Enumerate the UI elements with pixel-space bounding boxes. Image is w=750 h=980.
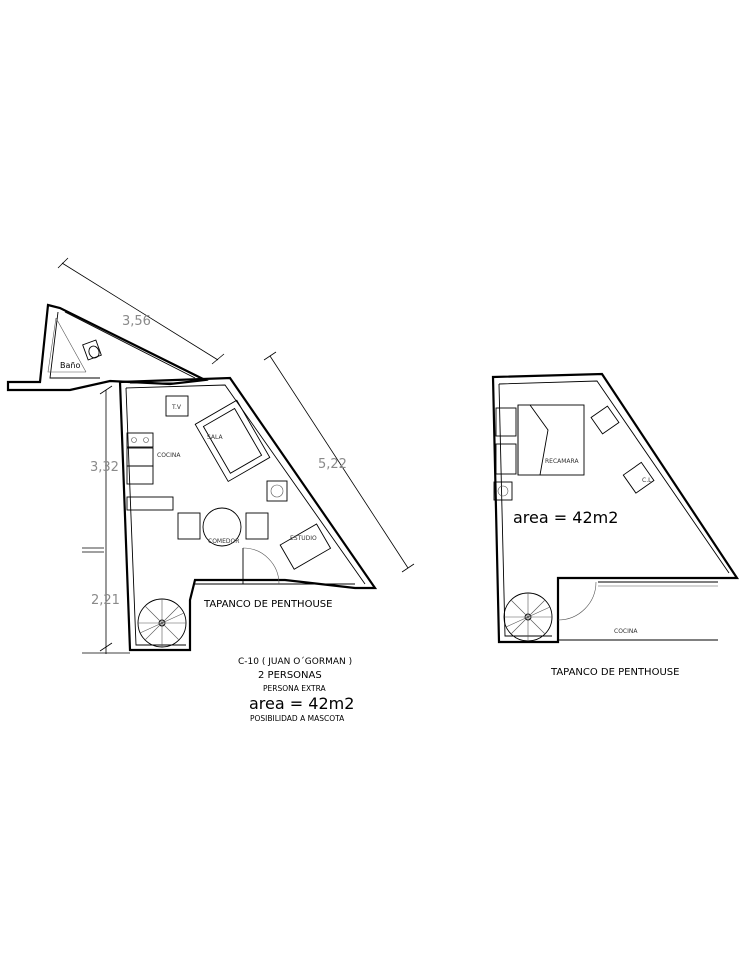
- closet: [622, 461, 655, 494]
- spiral-staircase-left: [137, 598, 187, 648]
- upper-door-swing: [557, 581, 597, 621]
- door-swing: [242, 547, 280, 585]
- room-label-living: SALA: [207, 434, 224, 441]
- bed: [495, 404, 585, 476]
- kitchen-bar: [126, 496, 174, 511]
- main-unit-inner-wall: [125, 384, 366, 585]
- upper-desk: [590, 405, 620, 435]
- room-label-kitchen-upper: COCINA: [614, 628, 638, 635]
- side-table: [266, 480, 288, 502]
- dimension-diagonal: 5,22: [318, 457, 347, 472]
- unit-area: area = 42m2: [249, 694, 354, 713]
- bathroom-walls: [6, 303, 209, 392]
- dining-chair-left: [177, 512, 201, 540]
- penthouse-label-left: TAPANCO DE PENTHOUSE: [203, 599, 332, 610]
- sofa: [194, 399, 271, 483]
- upper-unit-inner-wall: [498, 380, 730, 574]
- stove: [126, 432, 154, 448]
- room-label-dining: COMEDOR: [208, 538, 239, 545]
- bathroom-inner-wall-diagonal: [64, 311, 196, 379]
- night-table: [493, 481, 513, 501]
- shower-area: [47, 317, 86, 373]
- study-desk: [279, 523, 332, 570]
- spiral-staircase-right: [503, 592, 553, 642]
- main-unit-walls: [118, 376, 378, 652]
- unit-name: C-10 ( JUAN O´GORMAN ): [238, 656, 352, 667]
- upper-area: area = 42m2: [513, 508, 618, 527]
- upper-unit-walls: [491, 372, 740, 644]
- toilet-fixture: [82, 339, 102, 361]
- penthouse-label-right: TAPANCO DE PENTHOUSE: [550, 667, 679, 678]
- kitchen-sink: [126, 447, 154, 467]
- room-label-bath: Baño: [60, 361, 80, 370]
- dimension-left-lower: 2,21: [91, 593, 120, 608]
- dimension-left-upper: 3,32: [90, 460, 119, 475]
- bathroom-inner-wall: [49, 311, 100, 379]
- unit-extra-person: PERSONA EXTRA: [263, 684, 326, 693]
- dining-chair-right: [245, 512, 269, 540]
- right-floor-plan: RECAMARA C.L COCINA area = 42m2 TAPANCO …: [491, 372, 740, 678]
- room-label-bedroom: RECAMARA: [545, 458, 579, 465]
- room-label-study: ESTUDIO: [290, 535, 317, 542]
- dimension-lines: [57, 257, 415, 654]
- dimension-top: 3,56: [122, 314, 151, 329]
- room-label-tv: T.V: [171, 404, 182, 411]
- tv-unit: [165, 395, 189, 417]
- unit-pets: POSIBILIDAD A MASCOTA: [250, 714, 345, 723]
- dining-table: [202, 507, 242, 547]
- fridge: [126, 465, 154, 485]
- unit-people: 2 PERSONAS: [258, 670, 322, 681]
- unit-info-block: C-10 ( JUAN O´GORMAN ) 2 PERSONAS PERSON…: [238, 656, 354, 723]
- left-floor-plan: 3,56 5,22 3,32 2,21 Baño T.V SALA COCINA…: [6, 257, 415, 654]
- room-label-closet: C.L: [642, 477, 652, 484]
- room-label-kitchen: COCINA: [157, 452, 181, 459]
